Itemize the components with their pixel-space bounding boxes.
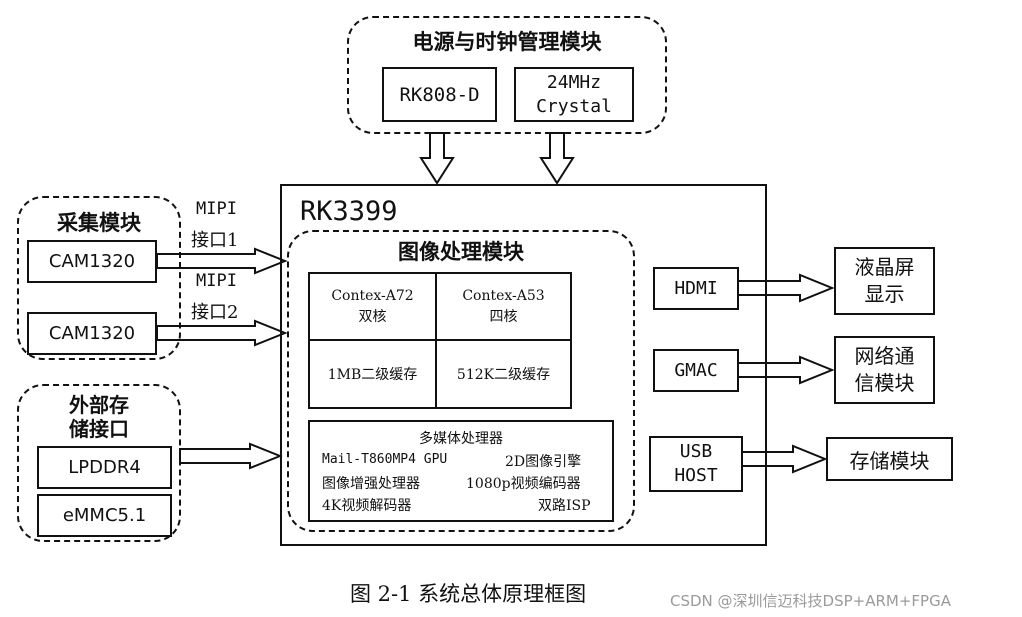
arrow-storage-to-soc [179,442,283,470]
gmac-box: GMAC [653,349,739,392]
l2-a53-label: 512K二级缓存 [456,367,551,383]
crystal-label: Crystal [536,95,612,117]
cpu-a53-cell: Contex-A53 四核 [437,274,570,339]
multimedia-isp: 双路ISP [538,498,591,514]
l2-a72-label: 1MB二级缓存 [327,367,418,383]
power-module-title: 电源与时钟管理模块 [412,29,602,54]
emmc-box: eMMC5.1 [37,494,172,537]
cpu-a72-cell: Contex-A72 双核 [310,274,435,339]
lpddr-label: LPDDR4 [68,457,141,478]
net-line2: 信模块 [854,371,915,395]
arrow-usb-to-storage [741,444,828,474]
figure-caption: 图 2-1 系统总体原理框图 [350,582,587,606]
cam1-label: CAM1320 [48,251,136,272]
l2-a53-cell: 512K二级缓存 [437,341,570,407]
external-storage-module [17,384,181,542]
multimedia-decoder: 4K视频解码器 [322,498,412,514]
cam2-box: CAM1320 [27,312,157,355]
arrow-gmac-to-net [737,355,835,385]
soc-box [280,184,767,546]
mipi2-label: MIPI [196,271,237,291]
image-module-title: 图像处理模块 [398,239,524,264]
pmic-box: RK808-D [382,67,497,122]
storage-module-label: 存储模块 [849,448,930,473]
l2-a72-cell: 1MB二级缓存 [310,341,435,407]
usb-label: USB [679,441,713,462]
csdn-watermark: CSDN @深圳信迈科技DSP+ARM+FPGA [670,592,951,610]
lcd-line1: 液晶屏 [854,255,915,279]
cpu-a53-name: Contex-A53 [462,287,545,304]
arrow-crystal-to-soc [539,132,575,185]
net-line1: 网络通 [854,344,915,368]
cam2-label: CAM1320 [48,323,136,344]
multimedia-enhance: 图像增强处理器 [322,476,420,492]
capture-module [17,196,181,360]
multimedia-box [308,420,614,522]
cpu-a72-name: Contex-A72 [331,287,414,304]
hdmi-box: HDMI [653,267,739,310]
multimedia-2d-engine: 2D图像引擎 [505,454,582,470]
cpu-a72-cores: 双核 [358,308,387,325]
multimedia-title: 多媒体处理器 [419,431,503,447]
gmac-label: GMAC [674,360,718,381]
arrow-cam1-to-soc [156,247,288,275]
hdmi-label: HDMI [674,278,718,299]
mipi2-port-label: 接口2 [191,302,239,323]
multimedia-encoder: 1080p视频编码器 [466,476,581,492]
power-clock-module [347,16,667,134]
lcd-line2: 显示 [864,282,905,306]
usb-host-box: USB HOST [649,436,743,492]
cam1-box: CAM1320 [27,240,157,283]
cpu-a53-cores: 四核 [489,308,518,325]
lpddr-box: LPDDR4 [37,446,172,489]
storage-title-line2: 储接口 [69,417,129,441]
pmic-label: RK808-D [399,83,480,106]
emmc-label: eMMC5.1 [62,505,147,526]
image-processing-module [287,230,635,532]
cpu-grid-hline [308,339,572,341]
lcd-display-box: 液晶屏 显示 [834,247,935,315]
network-module-box: 网络通 信模块 [834,336,935,404]
capture-module-title: 采集模块 [57,210,141,235]
arrow-hdmi-to-lcd [737,273,835,303]
mipi1-label: MIPI [196,199,237,219]
arrow-pmic-to-soc [419,132,455,185]
crystal-freq: 24MHz [546,71,602,93]
host-label: HOST [674,465,718,486]
mipi1-port-label: 接口1 [191,230,239,251]
soc-name: RK3399 [300,196,398,227]
storage-module-box: 存储模块 [826,437,953,481]
multimedia-gpu: Mail-T860MP4 GPU [322,452,448,467]
crystal-box: 24MHz Crystal [514,67,634,122]
storage-title-line1: 外部存 [69,393,129,417]
